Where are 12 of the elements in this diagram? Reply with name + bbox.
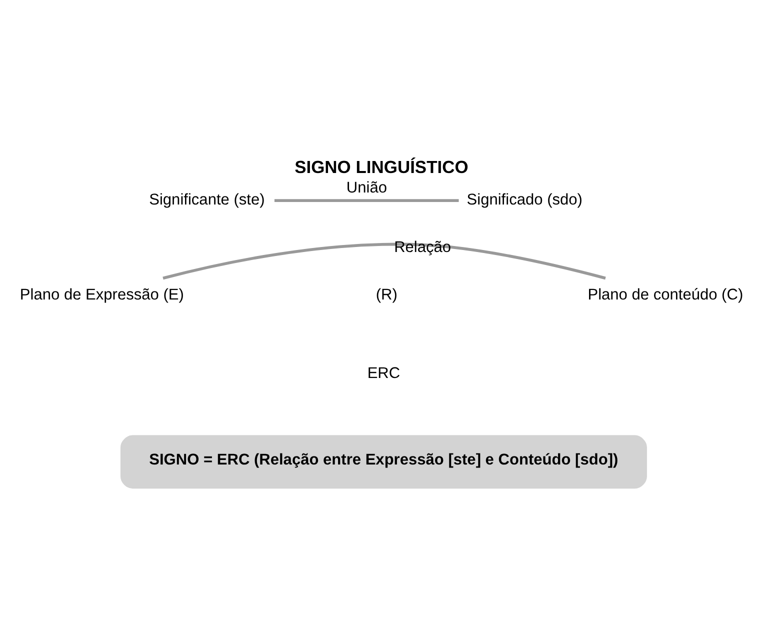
node-text: Significante (ste) [149,191,265,208]
node-text: Significado (sdo) [466,191,582,208]
connector [162,242,606,280]
edge-label: União [346,180,388,197]
connector [274,199,459,202]
label: ERC [367,365,400,382]
edge-label: Relação [394,238,452,256]
node-text: Plano de Expressão (E) [20,286,184,304]
diagram-title: SIGNO LINGUÍSTICO [294,156,468,177]
label: (R) [376,286,398,304]
node-text: Plano de conteúdo (C) [588,286,744,304]
node-box: SIGNO = ERC (Relação entre Expressão [ste] e Conteúdo [sdo]) [120,435,647,489]
